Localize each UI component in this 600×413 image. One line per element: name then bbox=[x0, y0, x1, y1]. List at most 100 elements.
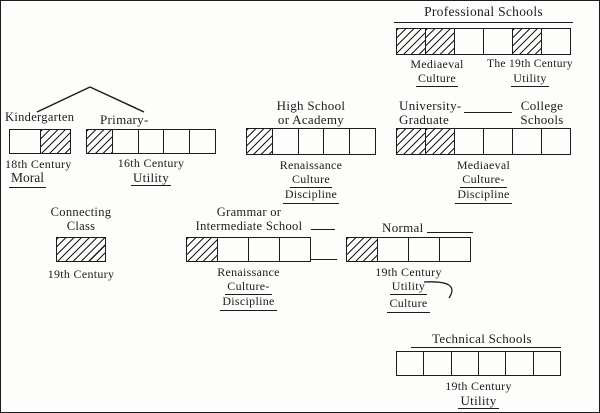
university-graduate-bar bbox=[396, 128, 571, 155]
bar-cell-hatched bbox=[187, 238, 217, 261]
bar-cell-hatched bbox=[397, 129, 425, 154]
bar-cell-plain bbox=[483, 129, 512, 154]
bar-cell-hatched bbox=[87, 130, 112, 153]
caption-line: Utility bbox=[485, 71, 575, 87]
bar-cell-hatched bbox=[57, 238, 105, 261]
caption-underlined-word: Utility bbox=[458, 392, 499, 409]
high-school-caption: Renaissance Culture Discipline bbox=[246, 158, 376, 204]
technical-schools-title: Technical Schools bbox=[403, 332, 561, 346]
bar-cell-plain bbox=[532, 352, 560, 375]
bar-cell-plain bbox=[189, 130, 215, 153]
bar-cell-plain bbox=[454, 129, 483, 154]
caption-underlined-word: Culture bbox=[387, 296, 430, 313]
primary-title: Primary- bbox=[100, 112, 149, 127]
bar-cell-plain bbox=[505, 352, 532, 375]
caption-line: Utility bbox=[86, 170, 216, 186]
bar-cell-plain bbox=[137, 130, 164, 153]
caption-line: 19th Century bbox=[445, 379, 512, 393]
technical-caption: 19th Century Utility bbox=[396, 379, 561, 409]
title-line: or Academy bbox=[277, 112, 345, 127]
bar-cell-hatched bbox=[425, 129, 454, 154]
kindergarten-bar bbox=[9, 129, 71, 154]
bar-cell-plain bbox=[423, 352, 450, 375]
caption-line: The 19th Century bbox=[487, 58, 573, 70]
bar-cell-plain bbox=[377, 238, 408, 261]
bar-cell-plain bbox=[408, 238, 439, 261]
bar-cell-hatched bbox=[347, 238, 377, 261]
graduate-college-connector-rule bbox=[464, 112, 512, 114]
grammar-school-bar bbox=[186, 237, 311, 262]
primary-caption: 16th Century Utility bbox=[86, 156, 216, 186]
bar-cell-plain bbox=[297, 129, 324, 154]
bar-cell-plain bbox=[450, 352, 478, 375]
bar-cell-plain bbox=[439, 238, 470, 261]
high-school-title: High School or Academy bbox=[246, 99, 376, 127]
caption-underlined-word: Culture- bbox=[225, 279, 272, 295]
kindergarten-caption-era: 18th Century bbox=[5, 157, 72, 171]
connecting-class-caption: 19th Century bbox=[34, 267, 128, 282]
caption-line: Utility bbox=[396, 392, 561, 409]
bar-cell-plain bbox=[477, 352, 505, 375]
caption-line: Culture bbox=[246, 172, 376, 188]
caption-underlined-word: Moral bbox=[9, 170, 46, 188]
caption-underlined-word: Utility bbox=[389, 279, 428, 295]
title-line: High School bbox=[276, 98, 346, 113]
title-line: Class bbox=[66, 218, 96, 233]
caption-line: Culture- bbox=[396, 172, 571, 188]
caption-line: 19th Century bbox=[47, 267, 115, 281]
caption-line: Discipline bbox=[246, 187, 376, 204]
caption-line: 19th Century bbox=[375, 265, 442, 279]
professional-schools-title: Professional Schools bbox=[424, 4, 543, 19]
bar-cell-plain bbox=[279, 238, 310, 261]
caption-underlined-word: Discipline bbox=[282, 187, 340, 204]
professional-caption-left: Mediaeval Culture bbox=[395, 57, 479, 87]
bar-cell-plain bbox=[349, 129, 375, 154]
title-line: Intermediate School bbox=[195, 218, 303, 233]
normal-caption: 19th Century Utility Culture bbox=[346, 265, 471, 313]
caption-underlined-word: Culture bbox=[289, 172, 333, 188]
caption-line: Culture bbox=[395, 71, 479, 87]
bar-cell-plain bbox=[10, 130, 40, 153]
normal-title-rule bbox=[427, 232, 473, 234]
bar-cell-hatched bbox=[425, 29, 454, 54]
connecting-class-title: Connecting Class bbox=[39, 205, 123, 233]
university-caption: Mediaeval Culture- Discipline bbox=[396, 158, 571, 204]
bar-cell-plain bbox=[541, 129, 570, 154]
high-school-bar bbox=[246, 128, 376, 155]
kindergarten-title: Kindergarten bbox=[5, 110, 75, 124]
caption-line: Discipline bbox=[186, 294, 311, 311]
bar-cell-plain bbox=[111, 130, 138, 153]
college-schools-title: College Schools bbox=[511, 99, 573, 127]
technical-schools-bar bbox=[396, 351, 561, 376]
caption-line: Mediaeval bbox=[456, 158, 511, 172]
kindergarten-caption-word: Moral bbox=[9, 170, 46, 188]
bar-cell-hatched bbox=[39, 130, 70, 153]
title-line: University- bbox=[399, 98, 462, 113]
grammar-school-title: Grammar or Intermediate School bbox=[179, 205, 319, 233]
bar-cell-plain bbox=[512, 129, 541, 154]
title-line: Grammar or bbox=[216, 205, 282, 219]
caption-line: Renaissance bbox=[217, 265, 280, 279]
bar-cell-plain bbox=[163, 130, 189, 153]
caption-line: Culture- bbox=[186, 279, 311, 295]
bar-cell-plain bbox=[271, 129, 298, 154]
caption-underlined-word: Utility bbox=[511, 71, 549, 87]
caption-underlined-word: Culture bbox=[415, 71, 459, 87]
title-line: Connecting bbox=[50, 205, 112, 219]
caption-line: Utility bbox=[346, 279, 471, 295]
bar-cell-plain bbox=[248, 238, 279, 261]
caption-line: 16th Century bbox=[117, 156, 185, 170]
bar-cell-hatched bbox=[397, 29, 425, 54]
utility-culture-swash-line bbox=[423, 281, 453, 299]
title-line: College bbox=[520, 98, 564, 113]
technical-title-rule bbox=[411, 347, 561, 349]
caption-underlined-word: Discipline bbox=[455, 187, 512, 204]
university-graduate-title: University- Graduate bbox=[399, 99, 462, 127]
bar-cell-plain bbox=[323, 129, 349, 154]
caption-line: Discipline bbox=[396, 187, 571, 204]
caption-line: Mediaeval bbox=[410, 57, 464, 71]
title-line: Graduate bbox=[399, 112, 450, 127]
bar-cell-plain bbox=[217, 238, 248, 261]
bar-cell-plain bbox=[483, 29, 512, 54]
